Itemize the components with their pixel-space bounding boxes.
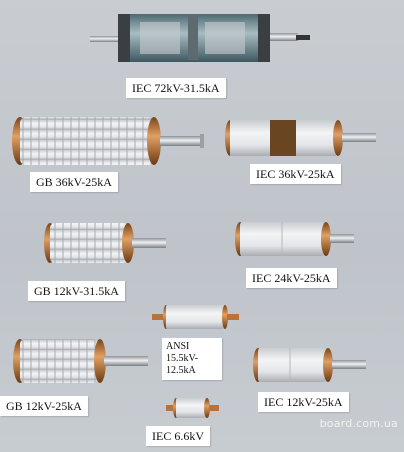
- interrupter-iec24: [235, 222, 354, 256]
- interrupter-iec36: [225, 120, 376, 156]
- interrupter-gb12-31: [44, 223, 166, 263]
- label-iec72: IEC 72kV-31.5kA: [126, 78, 226, 98]
- label-ansi: ANSI 15.5kV-12.5kA: [162, 338, 222, 380]
- label-gb36: GB 36kV-25kA: [30, 172, 118, 192]
- interrupter-iec12: [253, 348, 366, 382]
- label-iec12: IEC 12kV-25kA: [258, 392, 349, 412]
- interrupter-gb12-25: [13, 339, 148, 383]
- label-gb12-31: GB 12kV-31.5kA: [28, 281, 125, 301]
- interrupter-ansi: [152, 305, 239, 329]
- label-iec66: IEC 6.6kV: [146, 426, 210, 446]
- label-iec36: IEC 36kV-25kA: [250, 164, 341, 184]
- interrupter-iec72: [90, 14, 310, 62]
- watermark: board.com.ua: [319, 417, 398, 430]
- label-gb12-25: GB 12kV-25kA: [0, 396, 88, 416]
- label-iec24: IEC 24kV-25kA: [246, 268, 337, 288]
- interrupter-gb36: [12, 117, 204, 165]
- interrupter-iec66: [166, 398, 219, 418]
